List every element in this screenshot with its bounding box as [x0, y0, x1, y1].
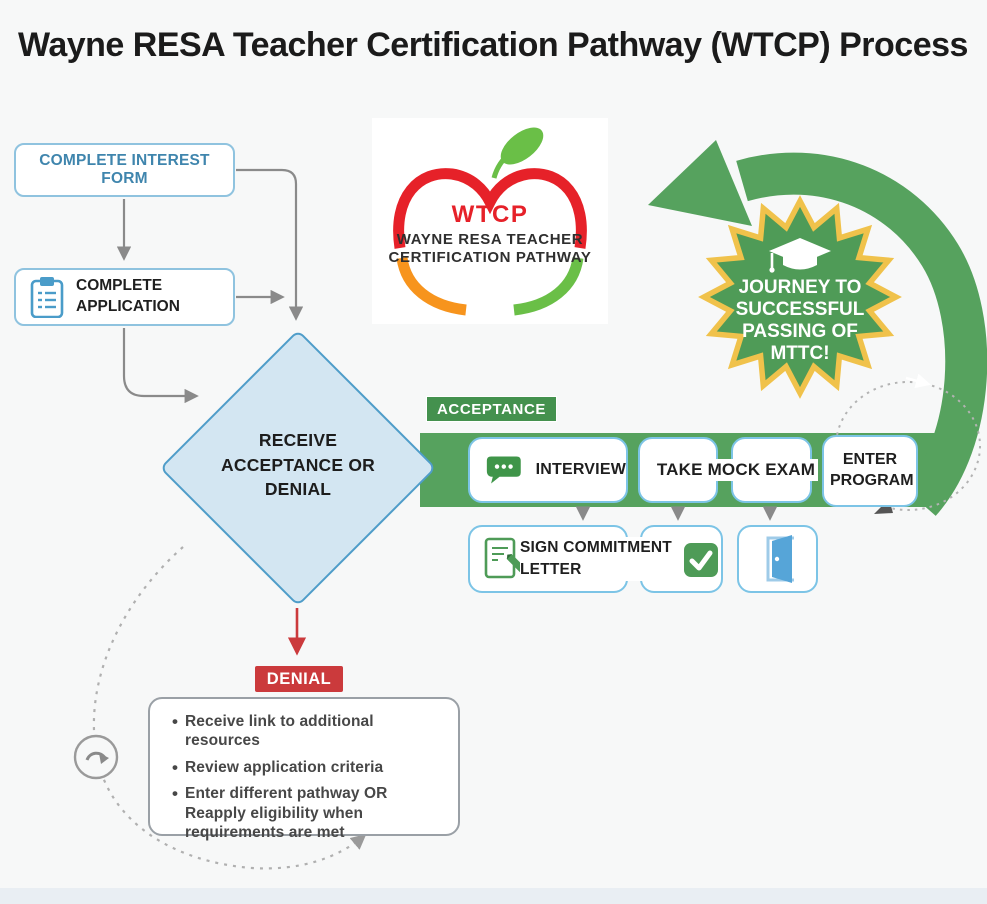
- denial-tag-label: DENIAL: [266, 669, 332, 688]
- page-title: Wayne RESA Teacher Certification Pathway…: [18, 26, 968, 64]
- denial-bullet: Receive link to additional resources: [172, 711, 444, 751]
- logo-acronym: WTCP: [452, 201, 529, 228]
- starburst-line: MTTC!: [770, 343, 829, 364]
- acceptance-tag: ACCEPTANCE: [426, 396, 557, 422]
- mock-exam-label: TAKE MOCK EXAM: [653, 459, 819, 481]
- acceptance-tag-label: ACCEPTANCE: [436, 400, 547, 418]
- denial-bullet-list: Receive link to additional resources Rev…: [172, 711, 444, 842]
- clipboard-icon: [30, 277, 64, 318]
- journey-starburst: JOURNEY TO SUCCESSFUL PASSING OF MTTC!: [698, 195, 902, 399]
- denial-loop-dashed-path: [92, 546, 367, 870]
- sweep-white-arrow: [905, 373, 931, 389]
- apple-bottom-green: [513, 256, 584, 316]
- apple-stem: [491, 144, 522, 179]
- graduation-cap-icon: [769, 238, 831, 273]
- connector-interest-to-diamond: [236, 168, 304, 321]
- check-icon: [684, 543, 718, 577]
- denial-bullet: Review application criteria: [172, 757, 444, 779]
- mock-exam-label-wrap: TAKE MOCK EXAM: [630, 437, 842, 503]
- starburst-line: JOURNEY TO: [739, 277, 862, 298]
- door-icon: [766, 535, 794, 583]
- enter-program-box: ENTER PROGRAM: [822, 435, 918, 507]
- journey-sweep-arrow: [736, 152, 987, 516]
- application-box: COMPLETE APPLICATION: [14, 268, 235, 326]
- interest-form-label: COMPLETE INTEREST FORM: [39, 152, 210, 187]
- enter-program-label: ENTER PROGRAM: [830, 451, 914, 489]
- apple-top-red: [393, 168, 587, 249]
- refresh-icon: [73, 734, 119, 780]
- interview-label: INTERVIEW: [535, 461, 626, 478]
- interest-form-box: COMPLETE INTEREST FORM: [14, 143, 235, 197]
- logo-name-line1: WAYNE RESA TEACHER: [397, 231, 583, 248]
- sign-commitment-label-wrap: SIGN COMMITMENT LETTER: [520, 534, 710, 584]
- apple-bottom-orange: [396, 256, 467, 316]
- application-label: COMPLETE APPLICATION: [76, 277, 180, 315]
- starburst-line: PASSING OF: [742, 321, 858, 342]
- sign-commitment-label: SIGN COMMITMENT LETTER: [520, 537, 710, 581]
- decision-label: RECEIVE ACCEPTANCE OR DENIAL: [221, 430, 375, 499]
- door-box: [737, 525, 818, 593]
- denial-bullet: Enter different pathway OR Reapply eligi…: [172, 783, 425, 842]
- interview-box: INTERVIEW: [468, 437, 628, 503]
- starburst-line: SUCCESSFUL: [736, 299, 865, 320]
- starburst-shape: [698, 195, 902, 399]
- denial-tag: DENIAL: [255, 666, 343, 692]
- journey-sweep-arrowhead: [648, 140, 752, 226]
- logo-name-line2: CERTIFICATION PATHWAY: [389, 249, 592, 266]
- denial-info-box: Receive link to additional resources Rev…: [148, 697, 460, 841]
- wtcp-logo: WTCP WAYNE RESA TEACHER CERTIFICATION PA…: [372, 118, 608, 324]
- enter-program-dashed-circle: [835, 381, 981, 511]
- connector-application-to-diamond: [122, 328, 199, 404]
- speech-bubble-icon: [486, 456, 521, 484]
- bottom-strip: [0, 888, 987, 904]
